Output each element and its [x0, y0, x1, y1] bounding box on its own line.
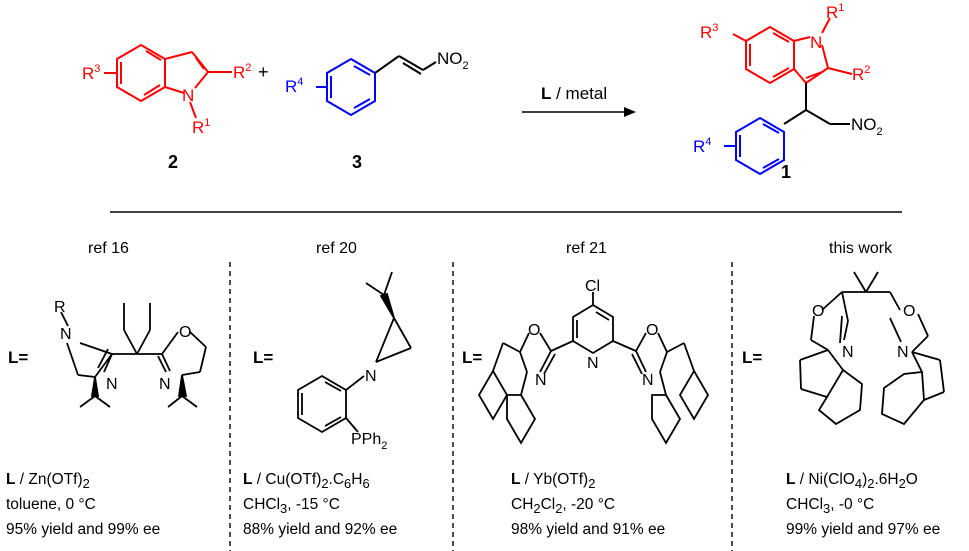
- indole-n-label: N: [182, 86, 194, 105]
- ligand-tw-l-label: L=: [742, 348, 762, 367]
- thiswork-conditions: CHCl3, -0 °C: [786, 496, 875, 517]
- reaction-arrow: [522, 107, 636, 117]
- r3-label: R3: [82, 63, 100, 83]
- ligand-tw-n1-atom: N: [842, 344, 854, 361]
- product-r4-label: R4: [693, 136, 711, 156]
- ligand16-o-atom: O: [179, 324, 191, 341]
- ligand16-r-atom: R: [54, 299, 66, 316]
- ref21-conditions: CH2Cl2, -20 °C: [511, 496, 616, 517]
- compound-2-label: 2: [168, 152, 178, 172]
- ref21-catalyst: L / Yb(OTf)2: [511, 471, 596, 492]
- ref16-catalyst: L / Zn(OTf)2: [6, 471, 90, 492]
- ref16-result: 95% yield and 99% ee: [6, 521, 161, 538]
- ligand-ref20-structure: [297, 271, 412, 434]
- ref16-header: ref 16: [88, 240, 129, 257]
- no2-label: NO2: [437, 49, 469, 72]
- ligand-ref16-structure: [60, 303, 207, 408]
- ligand20-n-atom: N: [365, 368, 377, 385]
- compound-1-label: 1: [781, 162, 791, 182]
- ref21-header: ref 21: [566, 240, 607, 257]
- ligand21-cl-atom: Cl: [585, 278, 600, 295]
- product-1-structure: [724, 17, 853, 176]
- ligand-ref21-structure: [477, 292, 710, 445]
- ligand16-l-label: L=: [8, 348, 28, 367]
- product-r1-label: R1: [826, 2, 844, 22]
- ligand-thiswork-structure: [799, 271, 945, 426]
- ligand21-l-label: L=: [462, 348, 482, 367]
- ref20-conditions: CHCl3, -15 °C: [243, 496, 340, 517]
- ligand21-o1-atom: O: [528, 322, 540, 339]
- ref20-catalyst: L / Cu(OTf)2.C6H6: [243, 471, 370, 492]
- ligand20-l-label: L=: [253, 348, 273, 367]
- ref20-header: ref 20: [316, 240, 357, 257]
- ligand16-n2-atom: N: [106, 376, 118, 393]
- ligand-tw-n2-atom: N: [897, 344, 909, 361]
- arrow-condition: L / metal: [541, 84, 607, 103]
- ligand21-pyridine-n-atom: N: [587, 355, 599, 372]
- ligand-tw-o2-atom: O: [903, 303, 915, 320]
- thiswork-catalyst: L / Ni(ClO4)2.6H2O: [786, 471, 918, 492]
- column-separators: [229, 262, 733, 551]
- compound-3-label: 3: [352, 152, 362, 172]
- nitrostyrene-3-structure: [316, 55, 437, 117]
- product-r2-label: R2: [852, 64, 870, 84]
- plus-sign: +: [258, 62, 269, 82]
- ligand21-n1-atom: N: [535, 372, 547, 389]
- product-n-label: N: [810, 33, 822, 52]
- indole-2-structure: [104, 43, 232, 119]
- product-r3-label: R3: [700, 22, 718, 42]
- ref16-conditions: toluene, 0 °C: [6, 496, 96, 513]
- ref21-result: 98% yield and 91% ee: [511, 521, 666, 538]
- ligand16-n1-atom: N: [60, 326, 72, 343]
- ligand20-pph2-atom: PPh2: [351, 431, 387, 452]
- r2-label: R2: [233, 62, 251, 82]
- thiswork-result: 99% yield and 97% ee: [786, 521, 941, 538]
- ref20-result: 88% yield and 92% ee: [243, 521, 398, 538]
- product-no2-label: NO2: [851, 115, 883, 138]
- ligand21-o2-atom: O: [646, 322, 658, 339]
- r1-label: R1: [192, 117, 210, 137]
- ligand16-n3-atom: N: [159, 376, 171, 393]
- ligand-tw-o1-atom: O: [812, 303, 824, 320]
- r4-label: R4: [285, 76, 303, 96]
- ligand21-n2-atom: N: [642, 372, 654, 389]
- thiswork-header: this work: [829, 240, 893, 257]
